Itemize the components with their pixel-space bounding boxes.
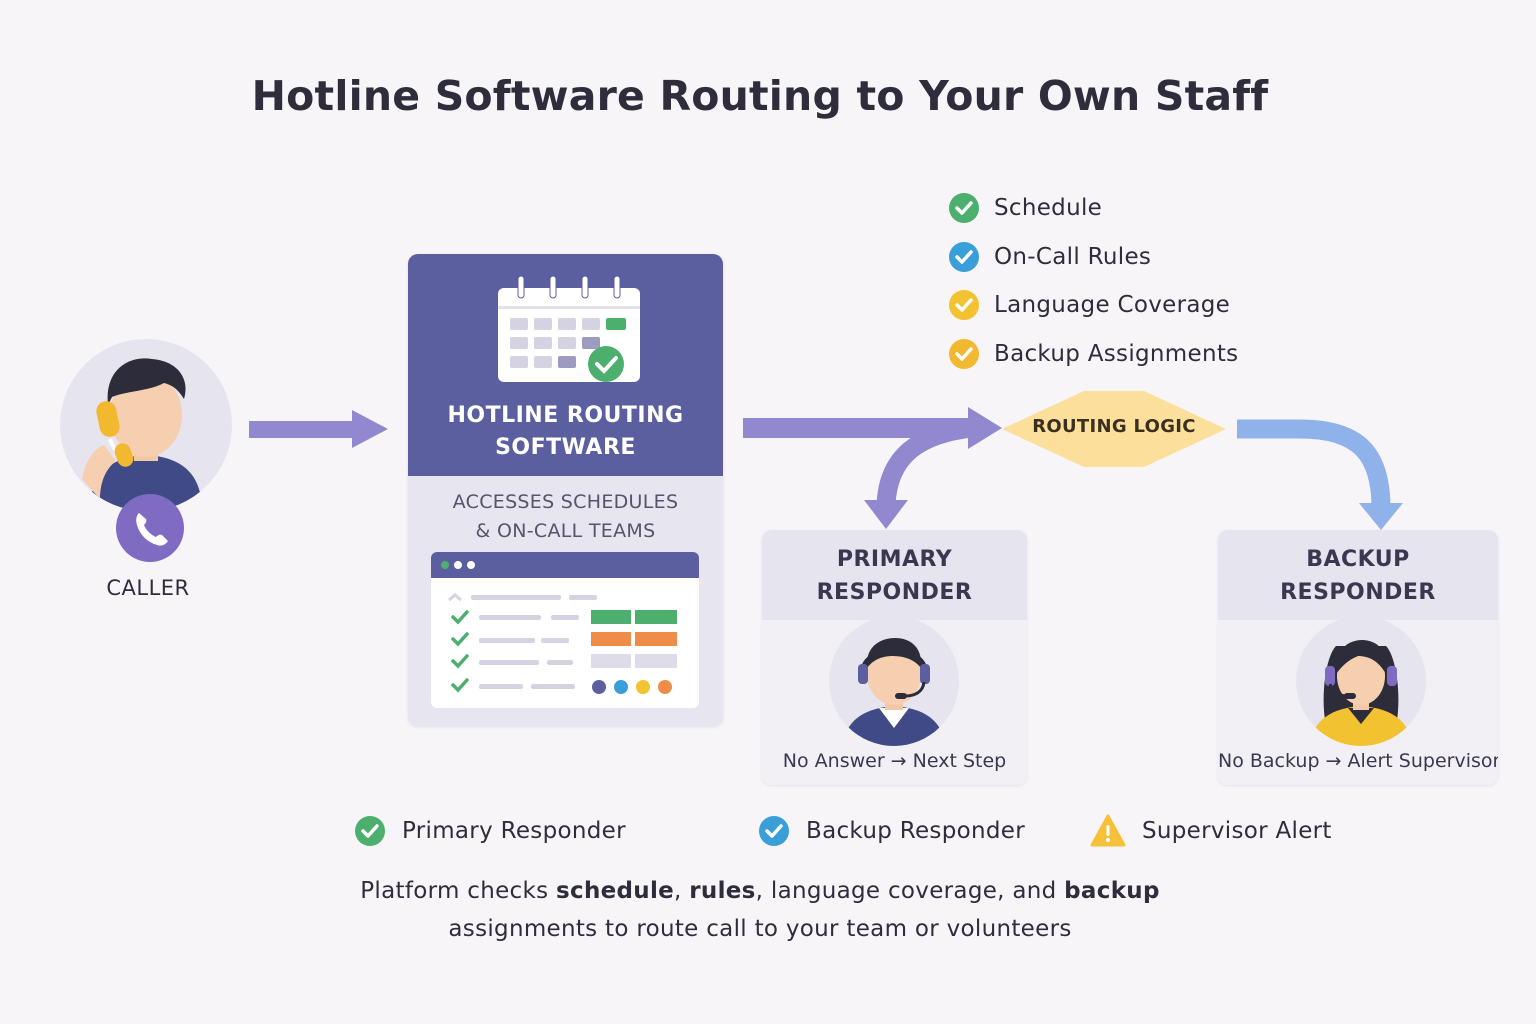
dashboard-mockup: [431, 552, 699, 708]
orange-check-icon: [949, 339, 979, 369]
routing-logic-label: ROUTING LOGIC: [1032, 416, 1196, 437]
calendar-icon: [498, 275, 640, 382]
software-subtitle: ACCESSES SCHEDULES & ON-CALL TEAMS: [452, 491, 679, 542]
caller-label: CALLER: [106, 576, 190, 600]
primary-responder-card: PRIMARY RESPONDER No Answer → Next Step: [762, 530, 1027, 785]
primary-responder-header: [762, 530, 1027, 620]
checklist-item-language-coverage: Language Coverage: [948, 289, 1230, 321]
software-card: HOTLINE ROUTING SOFTWARE ACCESSES SCHEDU…: [408, 254, 723, 726]
blue-check-icon: [759, 816, 789, 846]
software-title: HOTLINE ROUTING SOFTWARE: [447, 403, 684, 460]
routing-logic-diamond: [1002, 391, 1226, 467]
footer-line-2: assignments to route call to your team o…: [448, 916, 1072, 942]
backup-responder-card: BACKUP RESPONDER No Backup → Alert Super…: [1218, 530, 1498, 785]
phone-badge-icon: [116, 494, 184, 562]
backup-responder-header: [1218, 530, 1498, 620]
checklist-item-backup-assignments: Backup Assignments: [948, 338, 1238, 370]
female-agent-avatar: [1296, 616, 1426, 746]
legend-backup-responder: Backup Responder: [758, 814, 1025, 848]
blue-check-icon: [949, 242, 979, 272]
footer-caption: Platform checks schedule, rules, languag…: [0, 872, 1520, 948]
page-title: Hotline Software Routing to Your Own Sta…: [251, 72, 1269, 120]
warning-icon: [1090, 814, 1126, 847]
backup-responder-footer: No Backup → Alert Supervisor: [1218, 750, 1498, 772]
male-agent-avatar: [829, 616, 959, 746]
primary-responder-title: PRIMARY RESPONDER: [816, 547, 973, 605]
arrow-routing-to-primary: [864, 418, 974, 529]
green-check-icon: [949, 193, 979, 223]
primary-responder-footer: No Answer → Next Step: [782, 750, 1007, 772]
backup-responder-title: BACKUP RESPONDER: [1280, 547, 1436, 605]
yellow-check-icon: [949, 290, 979, 320]
arrow-caller-to-software: [249, 410, 388, 448]
footer-line-1: Platform checks schedule, rules, languag…: [360, 878, 1160, 904]
checklist-item-schedule: Schedule: [948, 192, 1102, 224]
legend-supervisor-alert: Supervisor Alert: [1090, 814, 1332, 848]
green-check-icon: [355, 816, 385, 846]
checklist-item-on-call-rules: On-Call Rules: [948, 241, 1151, 273]
legend-primary-responder: Primary Responder: [354, 814, 626, 848]
arrow-software-to-routing: [743, 407, 1002, 449]
caller-avatar: [60, 339, 232, 511]
arrow-routing-to-backup: [1237, 419, 1403, 530]
